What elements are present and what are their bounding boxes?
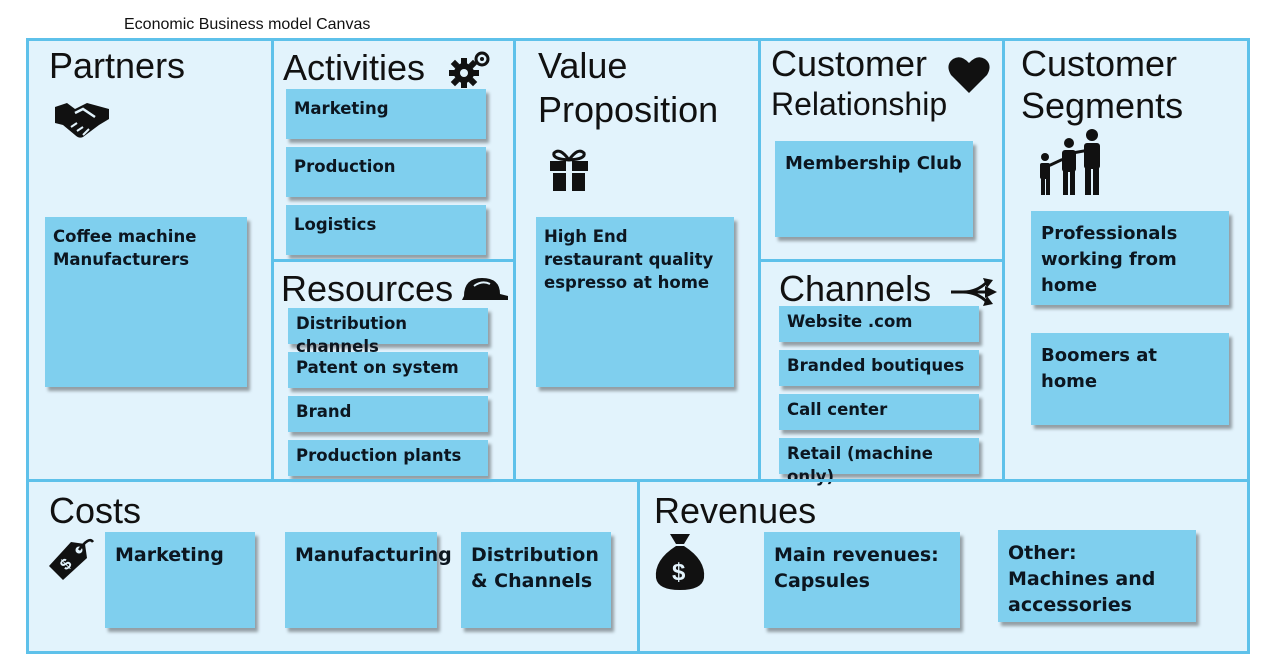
relationship-title-line1: Customer [771, 43, 928, 84]
sticky-note: Boomers at home [1031, 333, 1229, 425]
revenues-section: Revenues $ Main revenues: Capsules Other… [637, 479, 1250, 654]
sticky-note: Retail (machine only) [779, 438, 979, 486]
value-title-line1: Value [538, 45, 628, 86]
sticky-note: Manufacturing [285, 532, 452, 628]
sticky-note: Call center [779, 394, 979, 430]
sticky-note: Website .com [779, 306, 979, 342]
costs-section: Costs $ Marketing Manufacturing Distribu… [26, 479, 640, 654]
heart-icon [948, 57, 990, 93]
resources-title: Resources [281, 268, 454, 309]
sticky-note: Marketing [286, 89, 486, 139]
revenues-title: Revenues [654, 490, 817, 531]
sticky-note: Production plants [288, 440, 488, 476]
gift-icon [550, 149, 588, 191]
sticky-note: Production [286, 147, 486, 197]
sticky-note: High End restaurant quality espresso at … [536, 217, 734, 387]
sticky-note: Brand [288, 396, 488, 432]
segments-title-line1: Customer [1021, 43, 1178, 84]
sticky-note: Distribution channels [288, 308, 488, 356]
handshake-icon [55, 103, 109, 138]
resources-section: Resources Distribution channels Patent o… [271, 259, 516, 482]
business-model-canvas: Partners Coffee machine Manufacturers Ac… [26, 38, 1250, 654]
sticky-note: Marketing [105, 532, 255, 628]
customer-relationship-section: Customer Relationship Membership Club [758, 38, 1005, 262]
sticky-note: Coffee machine Manufacturers [45, 217, 247, 387]
costs-title: Costs [49, 490, 142, 531]
activities-section: Activities Marketing Production Logistic… [271, 38, 516, 262]
canvas-caption: Economic Business model Canvas [124, 16, 371, 33]
arrows-icon [951, 278, 997, 306]
sticky-note: Main revenues: Capsules [764, 532, 960, 628]
partners-title: Partners [49, 45, 186, 86]
relationship-title-line2: Relationship [771, 86, 948, 122]
sticky-note: Patent on system [288, 352, 488, 388]
gears-icon [449, 51, 490, 88]
partners-section: Partners Coffee machine Manufacturers [26, 38, 274, 482]
activities-title: Activities [283, 47, 426, 88]
sticky-note: Professionals working from home [1031, 211, 1229, 305]
sticky-note: Branded boutiques [779, 350, 979, 386]
sticky-note: Distribution & Channels [461, 532, 611, 628]
sticky-note: Membership Club [775, 141, 973, 237]
svg-text:$: $ [672, 559, 686, 586]
customer-segments-section: Customer Segments Professionals working … [1002, 38, 1250, 482]
channels-title: Channels [779, 268, 932, 309]
channels-section: Channels Website .com Branded boutiques … [758, 259, 1005, 486]
segments-title-line2: Segments [1021, 85, 1184, 126]
sticky-note: Logistics [286, 205, 486, 255]
family-icon [1040, 129, 1100, 195]
value-title-line2: Proposition [538, 89, 719, 130]
money-bag-icon: $ [655, 534, 705, 590]
sticky-note: Other: Machines and accessories [998, 530, 1196, 622]
price-tag-icon: $ [49, 539, 95, 580]
value-proposition-section: Value Proposition High End restaurant qu… [513, 38, 761, 482]
hard-hat-icon [462, 278, 508, 300]
